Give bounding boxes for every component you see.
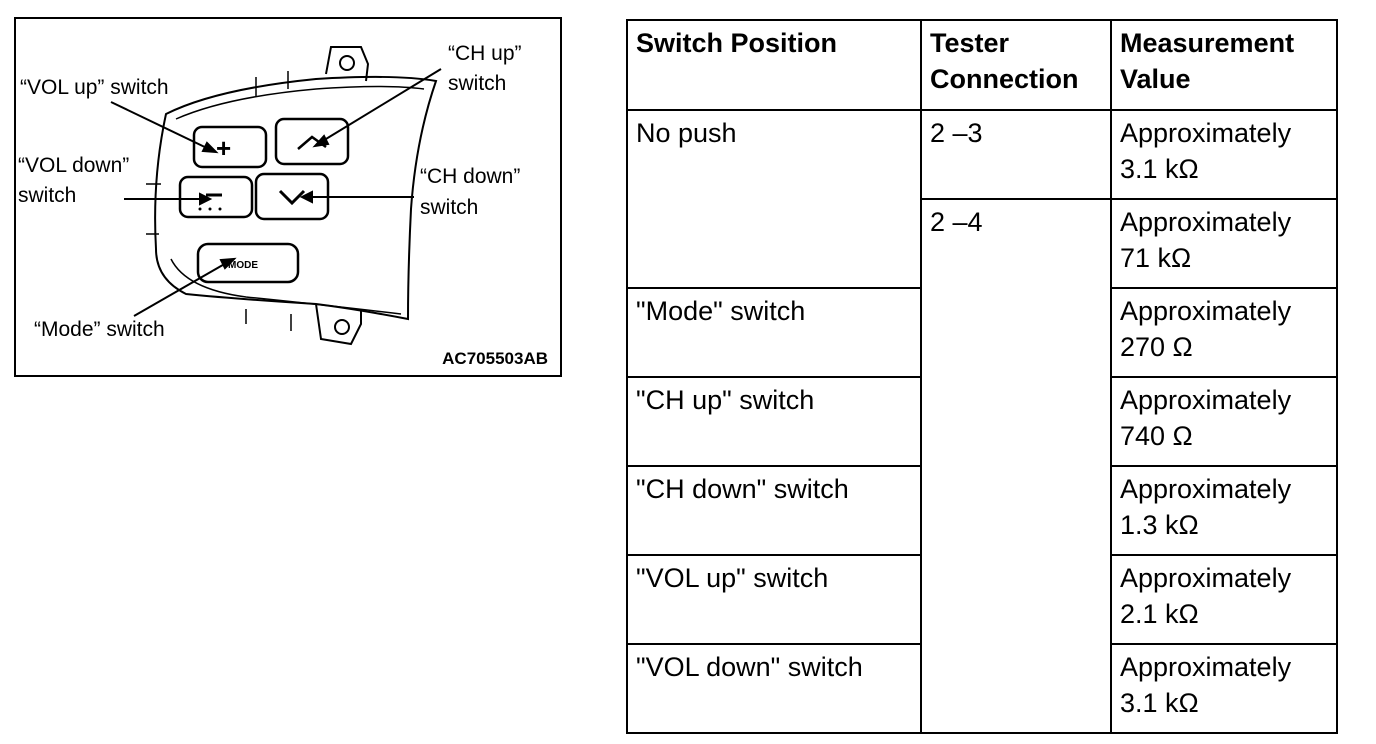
table-row: No push 2 –3 Approximately 3.1 kΩ [626,109,1338,289]
cell-position: "Mode" switch [626,287,922,378]
label-ch-up-line1: “CH up” [448,42,522,65]
header-tester-line1: Tester [930,28,1010,58]
table-row: "CH down" switch Approximately 1.3 kΩ [626,465,1338,556]
bottom-mount-tab [315,303,362,346]
label-mode: “Mode” switch [34,318,165,341]
cell-connection: 2 –3 [920,109,1112,200]
value-line2: 71 kΩ [1120,243,1192,273]
value-line2: 2.1 kΩ [1120,599,1199,629]
cell-position: "VOL down" switch [626,643,922,734]
label-ch-up-line2: switch [448,72,507,95]
value-line2: 3.1 kΩ [1120,154,1199,184]
vol-up-button [192,125,268,169]
mode-button-text: MODE [228,260,258,271]
value-line1: Approximately [1120,563,1292,593]
label-ch-down-line1: “CH down” [420,165,521,188]
header-measurement-line1: Measurement [1120,28,1295,58]
table-row: "Mode" switch Approximately 270 Ω [626,287,1338,378]
header-switch-position-text: Switch Position [636,28,838,58]
cell-value: Approximately 2.1 kΩ [1110,554,1338,645]
cell-value: Approximately 3.1 kΩ [1110,643,1338,734]
label-vol-down-line2: switch [18,184,77,207]
switch-housing [154,75,438,321]
cell-value: Approximately 3.1 kΩ [1110,109,1338,200]
mode-button [196,242,300,284]
svg-text:+: + [216,133,231,163]
cell-position: "CH up" switch [626,376,922,467]
label-vol-up: “VOL up” switch [20,76,169,99]
top-mount-tab [325,46,370,82]
cell-connection: 2 –4 [920,198,1112,734]
vol-down-button [178,175,254,219]
leader-vol-up [110,101,212,151]
table-row: 2 –4 Approximately 71 kΩ [627,198,1338,734]
value-line2: 1.3 kΩ [1120,510,1199,540]
leader-mode [133,261,229,317]
cell-position: No push [626,109,922,289]
cell-value: Approximately 71 kΩ [1110,198,1338,289]
value-line1: Approximately [1120,207,1292,237]
ch-up-button [274,117,350,166]
table-row: "VOL down" switch Approximately 3.1 kΩ [626,643,1338,734]
cell-value: Approximately 1.3 kΩ [1110,465,1338,556]
top-mount-hole [339,55,355,71]
steering-switch-drawing: + MODE [110,46,442,346]
table-row: "VOL up" switch Approximately 2.1 kΩ [626,554,1338,645]
header-tester-line2: Connection [930,64,1079,94]
value-line2: 270 Ω [1120,332,1193,362]
table-row: "CH up" switch Approximately 740 Ω [626,376,1338,467]
value-line2: 3.1 kΩ [1120,688,1199,718]
chevron-down-icon [278,189,306,206]
bottom-mount-hole [334,319,350,335]
header-measurement-line2: Value [1120,64,1191,94]
header-switch-position: Switch Position [626,19,922,111]
value-line1: Approximately [1120,385,1292,415]
cell-position: "CH down" switch [626,465,922,556]
label-ch-down-line2: switch [420,196,479,219]
label-vol-down-line1: “VOL down” [18,154,130,177]
value-line1: Approximately [1120,296,1292,326]
value-line1: Approximately [1120,474,1292,504]
cell-position: "VOL up" switch [626,554,922,645]
cell-value: Approximately 270 Ω [1110,287,1338,378]
switch-illustration: + MODE “VOL up” switch “VOL down” switch [14,17,562,377]
value-line2: 740 Ω [1120,421,1193,451]
value-line1: Approximately [1120,652,1292,682]
leader-ch-up [320,68,442,143]
value-line1: Approximately [1120,118,1292,148]
figure-id: AC705503AB [442,349,548,368]
cell-value: Approximately 740 Ω [1110,376,1338,467]
